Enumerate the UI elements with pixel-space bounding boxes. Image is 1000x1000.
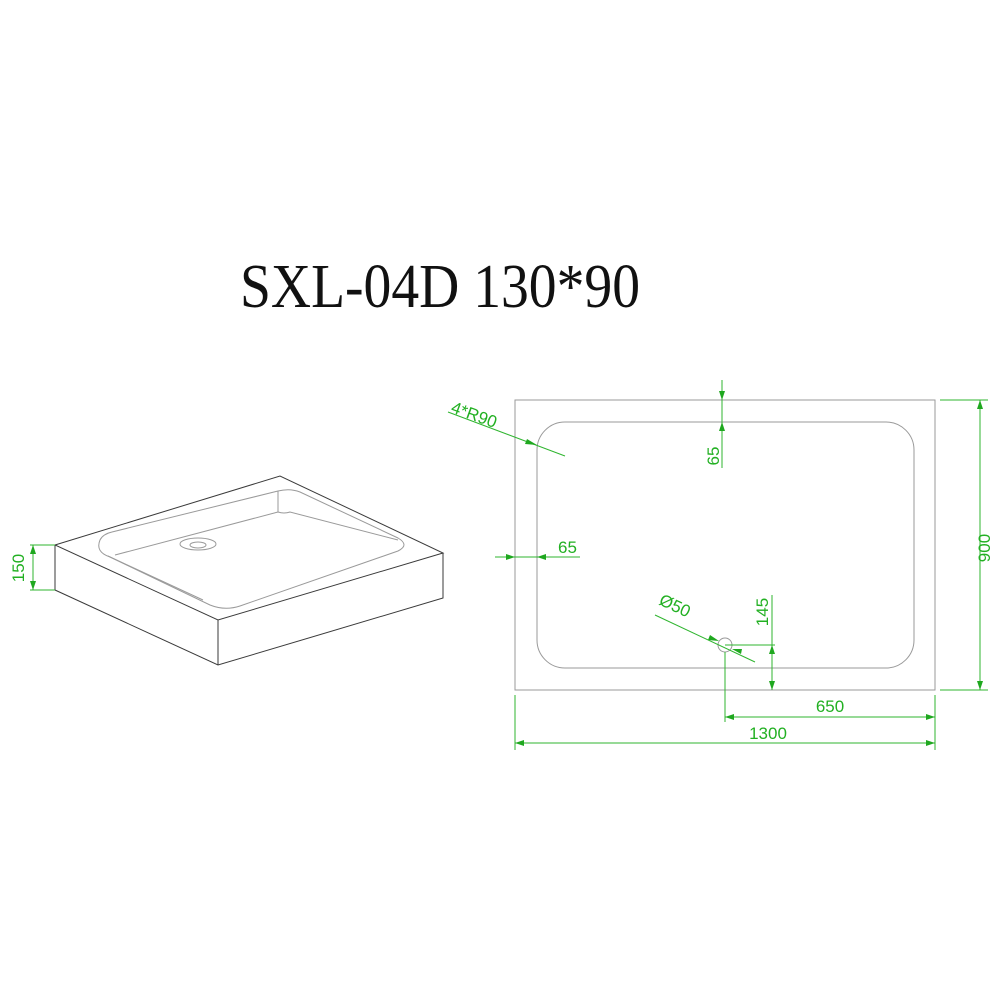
model-title: SXL-04D 130*90 bbox=[240, 253, 640, 321]
depth-label: 900 bbox=[975, 534, 994, 562]
drain-center-label: 650 bbox=[816, 697, 844, 716]
drain-icon bbox=[179, 537, 217, 551]
corner-radius-label: 4*R90 bbox=[449, 398, 500, 432]
tray-inner-rim bbox=[98, 489, 405, 609]
tray-sides bbox=[54, 545, 444, 666]
tray-inner-basin bbox=[107, 491, 399, 601]
drain-diameter-label: Ø50 bbox=[656, 590, 693, 621]
top-rim-label: 65 bbox=[704, 447, 723, 466]
side-rim-label: 65 bbox=[558, 538, 577, 557]
width-label: 1300 bbox=[749, 724, 787, 743]
height-dimension-label: 150 bbox=[9, 554, 28, 582]
isometric-shower-tray: 150 bbox=[9, 475, 445, 666]
basin-outline bbox=[536, 421, 915, 669]
drain-offset-label: 145 bbox=[753, 598, 772, 626]
tray-outline bbox=[514, 399, 936, 691]
plan-view: 4*R90 65 65 Ø50 145 650 1300 9 bbox=[447, 380, 994, 750]
tray-top-face bbox=[53, 475, 445, 621]
